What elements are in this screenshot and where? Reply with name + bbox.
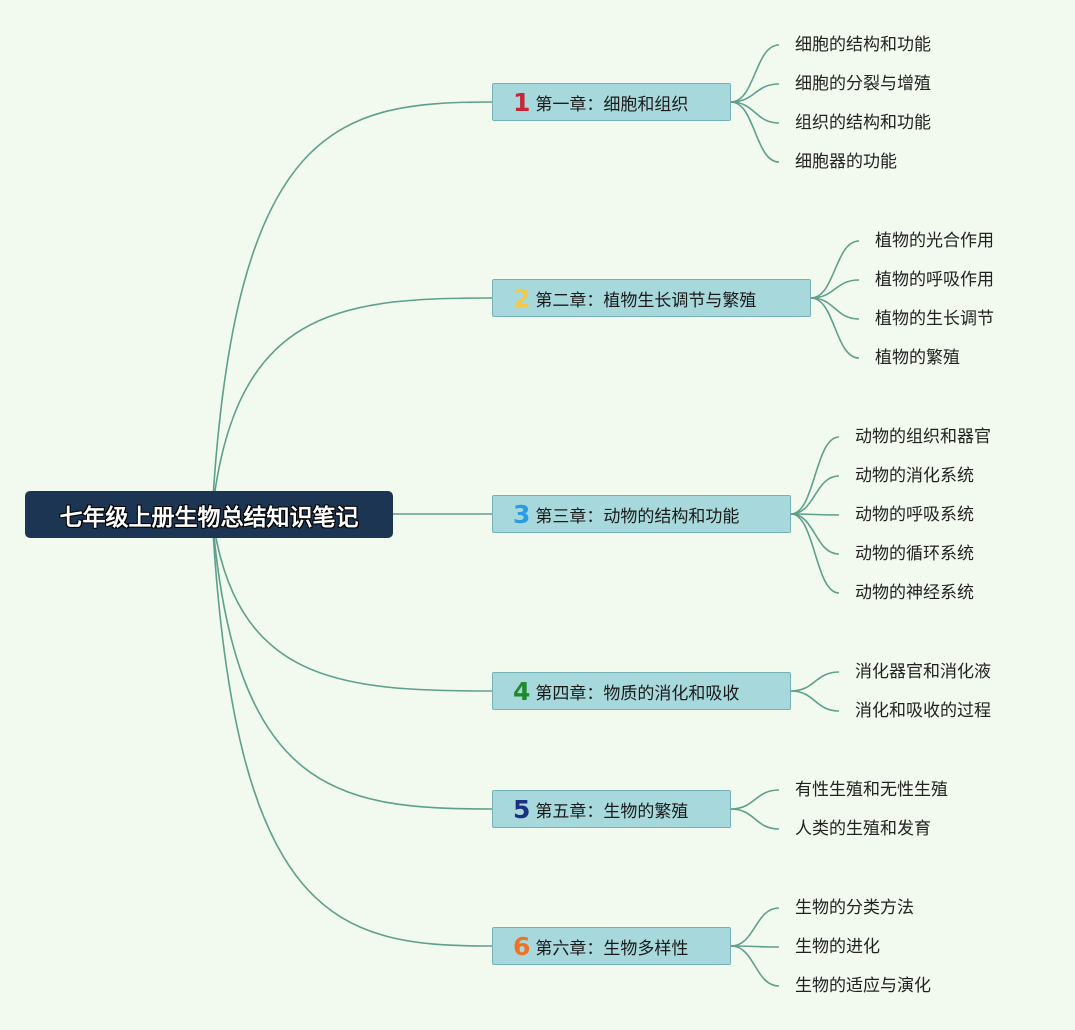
connector-line [810, 297, 860, 320]
connector-line [730, 101, 780, 163]
connector-line [790, 436, 840, 515]
connector-line [810, 279, 860, 299]
connector-line [730, 907, 780, 947]
chapter-label-5: 第五章：生物的繁殖 [535, 801, 689, 822]
chapter-node-4[interactable]: 4 第四章：物质的消化和吸收 [492, 672, 791, 710]
topic-4-1[interactable]: 消化器官和消化液 [855, 662, 991, 682]
chapter-number-2: 2 [513, 283, 531, 313]
chapter-number-5: 5 [513, 794, 531, 824]
topic-2-4[interactable]: 植物的繁殖 [875, 348, 960, 368]
connector-line [730, 101, 780, 124]
connector-line [730, 83, 780, 103]
root-node[interactable]: 七年级上册生物总结知识笔记 [25, 491, 393, 538]
topic-2-2[interactable]: 植物的呼吸作用 [875, 270, 994, 290]
chapter-label-6: 第六章：生物多样性 [535, 938, 689, 959]
root-node-label: 七年级上册生物总结知识笔记 [59, 504, 359, 531]
connector-line [730, 789, 780, 810]
connector-line [790, 671, 840, 692]
topic-2-1[interactable]: 植物的光合作用 [875, 231, 994, 251]
topic-5-1[interactable]: 有性生殖和无性生殖 [795, 780, 948, 800]
topic-6-2[interactable]: 生物的进化 [795, 937, 880, 957]
chapter-node-1[interactable]: 1 第一章：细胞和组织 [492, 83, 731, 121]
topic-1-1[interactable]: 细胞的结构和功能 [795, 35, 931, 55]
topic-3-3[interactable]: 动物的呼吸系统 [855, 505, 974, 525]
connector-line [810, 297, 860, 359]
connector-line [730, 945, 780, 987]
chapter-number-3: 3 [513, 499, 531, 529]
chapter-number-4: 4 [513, 676, 531, 706]
chapter-node-2[interactable]: 2 第二章：植物生长调节与繁殖 [492, 279, 811, 317]
topic-3-2[interactable]: 动物的消化系统 [855, 466, 974, 486]
connector-line [790, 513, 840, 555]
chapter-number-6: 6 [513, 931, 531, 961]
connector-line [211, 513, 493, 810]
connector-line [730, 44, 780, 103]
chapter-node-5[interactable]: 5 第五章：生物的繁殖 [492, 790, 731, 828]
topic-1-3[interactable]: 组织的结构和功能 [795, 113, 931, 133]
topic-2-3[interactable]: 植物的生长调节 [875, 309, 994, 329]
connector-line [730, 808, 780, 830]
topic-5-2[interactable]: 人类的生殖和发育 [795, 819, 931, 839]
chapter-node-3[interactable]: 3 第三章：动物的结构和功能 [492, 495, 791, 533]
connector-line [790, 690, 840, 712]
topic-6-3[interactable]: 生物的适应与演化 [795, 976, 931, 996]
connector-line [810, 240, 860, 299]
chapter-label-4: 第四章：物质的消化和吸收 [535, 683, 740, 704]
topic-6-1[interactable]: 生物的分类方法 [795, 898, 914, 918]
topic-3-4[interactable]: 动物的循环系统 [855, 544, 974, 564]
topic-4-2[interactable]: 消化和吸收的过程 [855, 701, 991, 721]
connector-line [211, 513, 493, 947]
chapter-label-3: 第三章：动物的结构和功能 [535, 506, 740, 527]
topic-3-5[interactable]: 动物的神经系统 [855, 583, 974, 603]
topic-1-4[interactable]: 细胞器的功能 [795, 152, 897, 172]
connector-line [211, 101, 493, 515]
topic-1-2[interactable]: 细胞的分裂与增殖 [795, 74, 931, 94]
topic-3-1[interactable]: 动物的组织和器官 [855, 427, 991, 447]
connector-line [211, 297, 493, 515]
connector-line [211, 513, 493, 692]
connector-line [790, 475, 840, 515]
chapter-number-1: 1 [513, 87, 531, 117]
chapter-label-2: 第二章：植物生长调节与繁殖 [535, 290, 757, 311]
connector-line [790, 513, 840, 594]
chapter-node-6[interactable]: 6 第六章：生物多样性 [492, 927, 731, 965]
chapter-label-1: 第一章：细胞和组织 [535, 94, 689, 115]
